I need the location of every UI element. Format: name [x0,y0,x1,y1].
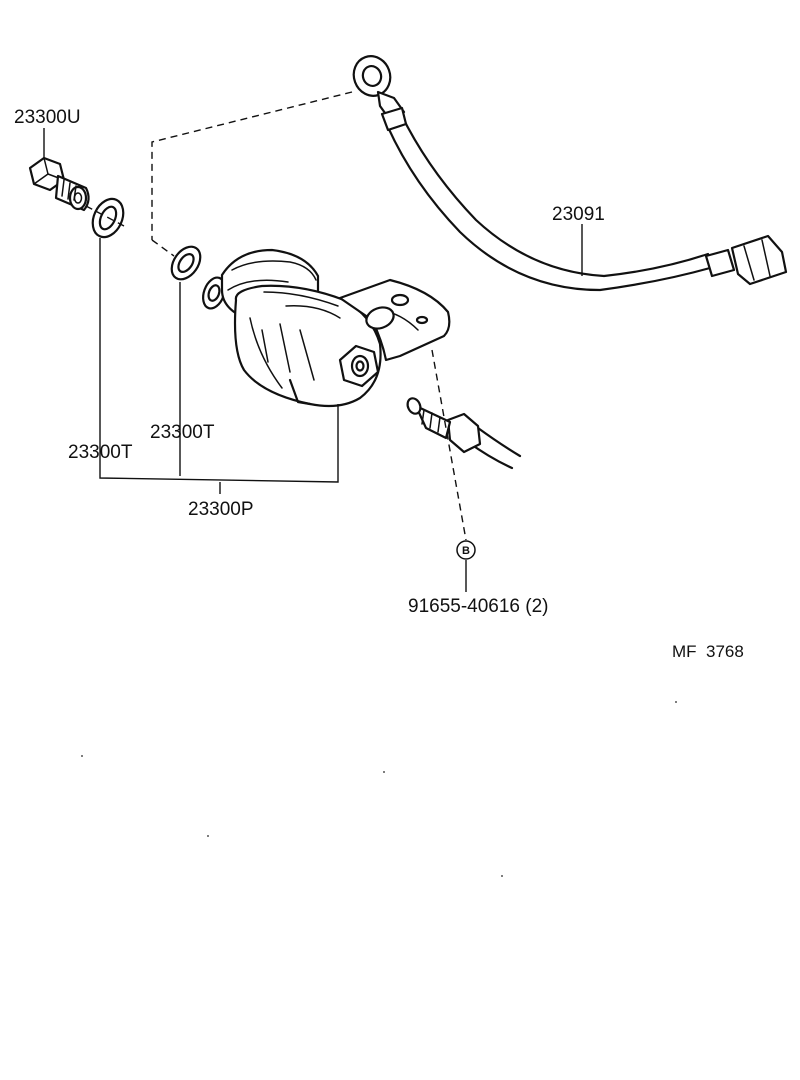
label-gasket-left: 23300T [68,442,133,463]
fuel-hose [352,55,788,292]
callout-b-letter: B [462,545,470,557]
fuel-line-fitting [406,397,522,470]
label-filter-assembly: 23300P [188,499,254,520]
figure-code: MF 3768 [672,642,744,661]
leader-lines [43,128,583,592]
gasket-right [170,245,202,281]
scan-specks [81,701,677,877]
callout-b: B [456,540,476,560]
fuel-filter-assembly [202,248,451,408]
label-hose: 23091 [552,204,605,225]
alignment-lines [85,91,467,541]
label-gasket-right: 23300T [150,422,215,443]
label-bolt: 23300U [14,107,81,128]
label-fastener: 91655-40616 (2) [408,596,549,617]
union-bolt [28,156,90,212]
